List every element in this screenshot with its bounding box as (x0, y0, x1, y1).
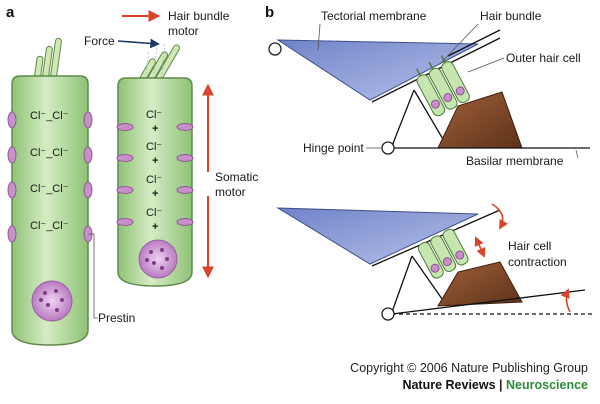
journal-title: Nature Reviews (402, 378, 496, 392)
hinge-point-label: Hinge point (303, 141, 364, 155)
outer-hair-cell-label: Outer hair cell (506, 51, 581, 65)
basilar-membrane-label: Basilar membrane (466, 154, 564, 168)
outer-hair-cell-leader (467, 57, 505, 73)
prestin-label: Prestin (98, 311, 135, 325)
outer-hair-cells-bottom (417, 228, 469, 279)
basilar-motion-arrow (560, 288, 571, 313)
organ-of-corti-contracted (276, 203, 592, 321)
pillar-cell-a-bottom (391, 255, 413, 313)
chloride-ion-2: Cl⁻ (146, 141, 162, 153)
somatic-motor-label-line2: motor (215, 185, 246, 199)
tectorial-membrane (276, 39, 479, 101)
copyright-notice: Copyright © 2006 Nature Publishing Group (350, 361, 588, 375)
hinge-point-top (381, 141, 395, 155)
hair-bundle-leader (439, 23, 479, 65)
organ-of-corti-rest (268, 29, 590, 155)
plus-charge-1: + (152, 123, 158, 135)
contracted-chloride-ions: Cl⁻ + Cl⁻ + Cl⁻ + Cl⁻ + (146, 109, 162, 233)
chloride-pair-3: Cl⁻_Cl⁻ (30, 183, 69, 195)
contracted-nucleus (138, 239, 178, 279)
hinge-point-bottom (381, 307, 395, 321)
contracted-stereocilia (139, 44, 180, 83)
resting-hair-cell: Cl⁻_Cl⁻ Cl⁻_Cl⁻ Cl⁻_Cl⁻ Cl⁻_Cl⁻ (7, 37, 93, 346)
chloride-pair-4: Cl⁻_Cl⁻ (30, 220, 69, 232)
tectorial-hinge-top (268, 42, 282, 56)
supporting-cell-bottom (437, 261, 523, 307)
basilar-membrane-bottom-displaced (391, 289, 586, 315)
figure-credit: Copyright © 2006 Nature Publishing Group… (350, 360, 588, 394)
chloride-ion-3: Cl⁻ (146, 174, 162, 186)
chloride-ion-4: Cl⁻ (146, 207, 162, 219)
pillar-cell-b-bottom (411, 255, 448, 307)
contracted-prestin-motors (116, 123, 194, 226)
journal-section: Neuroscience (506, 378, 588, 392)
pillar-cell-a-top (391, 89, 415, 147)
journal-name: Nature Reviews | Neuroscience (350, 377, 588, 394)
pillar-cell-b-top (413, 89, 448, 147)
chloride-ion-1: Cl⁻ (146, 109, 162, 121)
basilar-membrane-leader (575, 149, 579, 159)
hair-bundle-motor-label-line2: motor (168, 24, 199, 38)
contraction-arrow (474, 236, 486, 258)
panel-label-b: b (265, 4, 274, 21)
hair-cell-contraction-label-line2: contraction (508, 255, 567, 269)
chloride-pair-2: Cl⁻_Cl⁻ (30, 147, 69, 159)
tectorial-membrane-label: Tectorial membrane (321, 9, 427, 23)
contracted-cell-body (117, 77, 193, 287)
resting-nucleus (31, 280, 73, 322)
journal-separator: | (495, 378, 507, 392)
somatic-motor-label-line1: Somatic (215, 170, 258, 184)
plus-charge-3: + (152, 188, 158, 200)
chloride-pair-1: Cl⁻_Cl⁻ (30, 110, 69, 122)
outer-hair-cells-top (416, 55, 470, 117)
panel-label-a: a (6, 4, 15, 21)
prestin-leader (88, 233, 98, 319)
hair-cell-contraction-label-line1: Hair cell (508, 239, 551, 253)
hair-bundle-label: Hair bundle (480, 9, 542, 23)
force-label: Force (84, 34, 115, 48)
plus-charge-4: + (152, 221, 158, 233)
tectorial-motion-arrow (491, 203, 508, 230)
resting-prestin-motors (7, 111, 93, 243)
resting-cell-body (11, 75, 89, 346)
hair-bundle-motor-label-line1: Hair bundle (168, 9, 230, 23)
tectorial-membrane-leader (317, 23, 321, 51)
tectorial-underside-top (447, 29, 501, 57)
contracted-hair-cell: Cl⁻ + Cl⁻ + Cl⁻ + Cl⁻ + (116, 41, 194, 287)
tectorial-membrane-lower (276, 207, 479, 265)
stereocilia-rest-outline (144, 41, 166, 83)
plus-charge-2: + (152, 155, 158, 167)
force-arrow (117, 38, 160, 49)
